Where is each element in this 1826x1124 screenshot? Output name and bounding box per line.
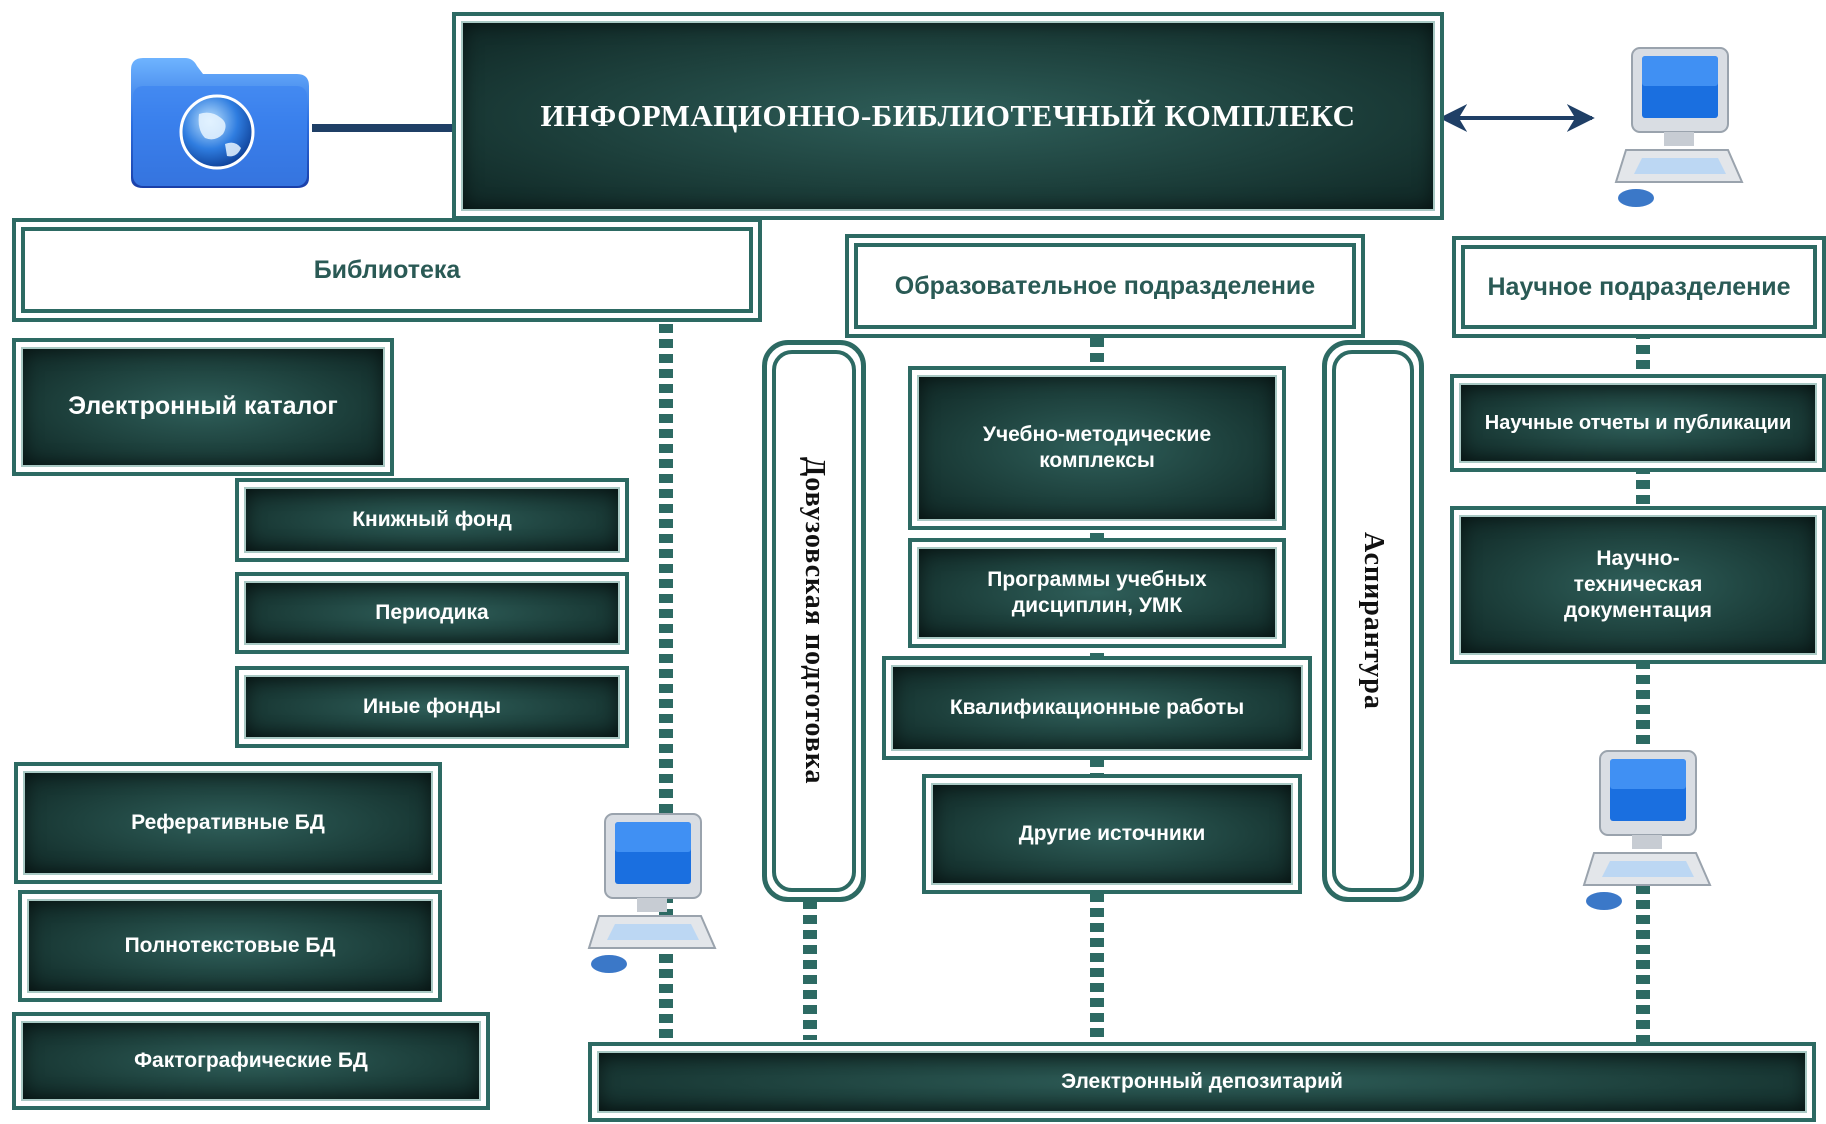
postgraduate-label: Аспирантура	[1358, 532, 1389, 710]
library-item: Периодика	[235, 572, 629, 654]
education-item: Другие источники	[922, 774, 1302, 894]
science-box: Научное подразделение	[1452, 236, 1826, 338]
science-label: Научное подразделение	[1461, 245, 1817, 329]
repository-box: Электронный депозитарий	[588, 1042, 1816, 1122]
library-item: Фактографические БД	[12, 1012, 490, 1110]
repository-label: Электронный депозитарий	[597, 1051, 1807, 1113]
postgraduate-box: Аспирантура	[1322, 340, 1424, 902]
education-item: Учебно-методические комплексы	[908, 366, 1286, 530]
main-title-box: ИНФОРМАЦИОННО-БИБЛИОТЕЧНЫЙ КОМПЛЕКС	[452, 12, 1444, 220]
library-item: Книжный фонд	[235, 478, 629, 562]
library-label: Библиотека	[21, 227, 753, 313]
library-box: Библиотека	[12, 218, 762, 322]
folder-globe-icon	[131, 58, 309, 188]
library-item: Реферативные БД	[14, 762, 442, 884]
education-box: Образовательное подразделение	[845, 234, 1365, 338]
library-item: Иные фонды	[235, 666, 629, 748]
science-item: Научно-техническая документация	[1450, 506, 1826, 664]
education-label: Образовательное подразделение	[854, 243, 1356, 329]
computer-icon	[1614, 47, 1744, 207]
library-item: Электронный каталог	[12, 338, 394, 476]
computer-icon	[587, 813, 717, 973]
education-item: Квалификационные работы	[882, 656, 1312, 760]
main-title: ИНФОРМАЦИОННО-БИБЛИОТЕЧНЫЙ КОМПЛЕКС	[461, 21, 1435, 211]
science-item: Научные отчеты и публикации	[1450, 374, 1826, 472]
pre-university-label: Довузовская подготовка	[799, 457, 830, 785]
computer-icon	[1582, 750, 1712, 910]
pre-university-box: Довузовская подготовка	[762, 340, 866, 902]
education-item: Программы учебных дисциплин, УМК	[908, 538, 1286, 648]
library-item: Полнотекстовые БД	[18, 890, 442, 1002]
